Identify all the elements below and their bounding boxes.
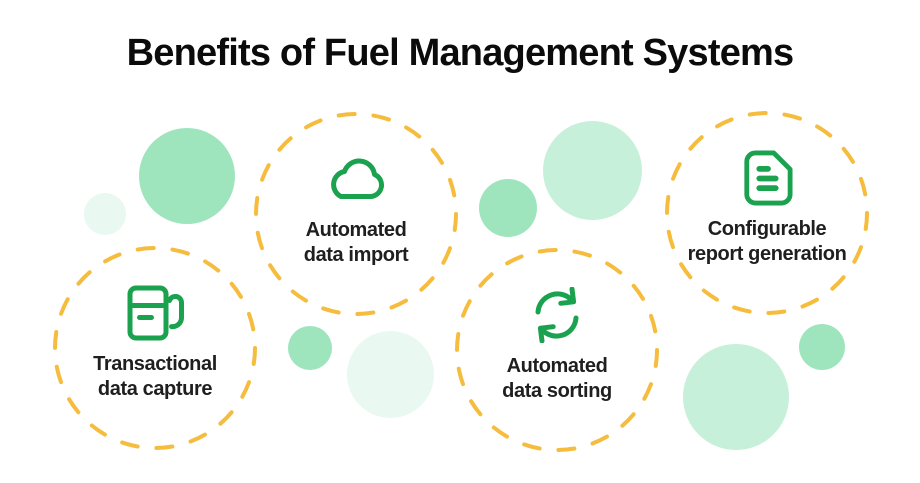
feature-label-line1: Transactional [93, 353, 217, 375]
feature-automated-data-sorting: Automated data sorting [454, 247, 660, 453]
decor-bubble [479, 179, 537, 237]
feature-configurable-report-generation: Configurable report generation [664, 110, 870, 316]
decor-bubble [683, 344, 789, 450]
decor-bubble [799, 324, 845, 370]
decor-bubble [84, 193, 126, 235]
feature-label-line1: Configurable [707, 218, 827, 240]
feature-label-line1: Automated [506, 355, 608, 377]
dashed-circle [254, 112, 458, 316]
feature-transactional-data-capture: Transactional data capture [52, 245, 258, 451]
dashed-circle [665, 111, 869, 315]
feature-label-line2: data import [303, 244, 409, 266]
decor-bubble [139, 128, 235, 224]
fuel-pump-icon [127, 285, 184, 341]
feature-label: Transactional data capture [52, 352, 258, 402]
feature-label-line2: data capture [97, 378, 213, 400]
decor-bubble [543, 121, 642, 220]
decor-bubble [288, 326, 332, 370]
document-icon [744, 150, 793, 206]
feature-label-line1: Automated [305, 219, 407, 241]
cloud-icon [331, 158, 385, 200]
feature-automated-data-import: Automated data import [253, 111, 459, 317]
dashed-circle [455, 248, 659, 452]
feature-label-line2: data sorting [502, 380, 612, 402]
dashed-circle [53, 246, 257, 450]
decor-bubble [347, 331, 434, 418]
sync-arrows-icon [535, 287, 579, 343]
feature-label-line2: report generation [687, 243, 847, 265]
feature-label: Automated data sorting [454, 354, 660, 404]
feature-label: Configurable report generation [664, 217, 870, 267]
feature-label: Automated data import [253, 218, 459, 268]
page-title: Benefits of Fuel Management Systems [126, 32, 795, 74]
